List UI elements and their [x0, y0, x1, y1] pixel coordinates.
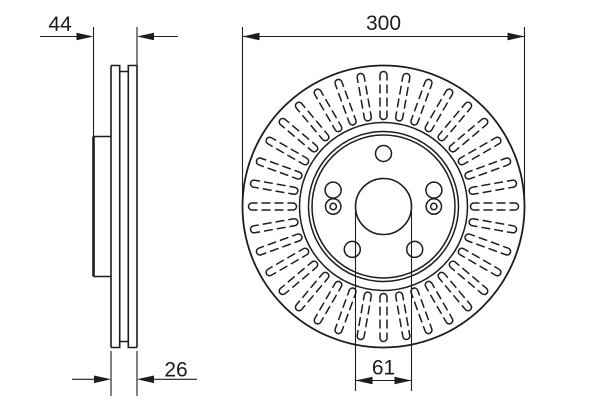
outer-edge-circle: [241, 64, 526, 349]
vent-slot: [313, 280, 343, 325]
vent-slot: [334, 287, 357, 335]
bolt-hole: [405, 240, 424, 259]
vent-slot: [278, 260, 319, 296]
arrowhead: [507, 32, 525, 41]
vent-slot: [424, 88, 454, 133]
dimension-center-bore: 61: [354, 206, 413, 391]
retaining-screw-hole: [324, 198, 342, 215]
hub-flange-inner-circle: [311, 134, 456, 279]
friction-surface-inner-circle: [298, 121, 469, 292]
vent-slot: [437, 271, 473, 312]
arrowhead: [242, 32, 260, 41]
vent-slot: [247, 202, 298, 211]
vent-slot: [255, 157, 303, 180]
retaining-screw-hole: [425, 198, 443, 215]
vent-slot: [448, 117, 489, 153]
arrowhead: [137, 32, 154, 41]
vent-slot: [468, 179, 518, 195]
vent-slot: [395, 72, 411, 122]
vent-slot: [395, 291, 411, 341]
dimension-outer-diameter: 300: [241, 12, 526, 207]
vent-slot: [457, 247, 502, 277]
vent-slot: [249, 218, 299, 234]
front-view: [241, 64, 526, 349]
dimension-label-thickness: 26: [164, 359, 187, 382]
hub-flange-outer-circle: [307, 130, 460, 283]
vent-slot: [457, 136, 502, 166]
retaining-screw-hole-inner: [329, 202, 338, 211]
dimension-total-width: 44: [40, 13, 178, 137]
vent-slot: [464, 233, 512, 256]
vent-slot: [464, 157, 512, 180]
vent-slot: [379, 70, 388, 121]
vent-slot: [410, 287, 433, 335]
vent-slot: [278, 117, 319, 153]
vent-slot: [265, 247, 310, 277]
arrowhead: [76, 32, 94, 41]
vent-slot: [469, 202, 520, 211]
dimension-label-total-width: 44: [48, 13, 72, 36]
ring-top-edge: [111, 64, 137, 73]
center-bore-circle: [354, 177, 413, 236]
vent-slot: [448, 260, 489, 296]
vent-slot: [294, 101, 330, 142]
dimension-thickness: 26: [72, 351, 197, 396]
vent-slot: [255, 233, 303, 256]
vent-slot: [468, 218, 518, 234]
vent-slot: [410, 78, 433, 126]
vent-slot: [356, 291, 372, 341]
vent-slot: [294, 271, 330, 312]
dimension-label-center-bore: 61: [372, 357, 395, 380]
vent-slot: [356, 72, 372, 122]
vent-slot: [437, 101, 473, 142]
vent-slot: [265, 136, 310, 166]
vent-slot: [334, 78, 357, 126]
dimension-label-outer-diameter: 300: [366, 12, 401, 35]
vent-slot: [424, 280, 454, 325]
bolt-hole: [343, 240, 362, 259]
bolt-hole: [425, 181, 443, 199]
ring-bottom-edge: [111, 340, 137, 349]
arrowhead: [394, 376, 412, 385]
side-view: [92, 64, 138, 349]
arrowhead: [137, 375, 154, 384]
arrowhead: [94, 375, 111, 384]
arrowhead: [355, 376, 373, 385]
vent-slot: [313, 88, 343, 133]
bolt-hole: [324, 181, 342, 199]
vent-slot: [379, 292, 388, 343]
retaining-screw-hole-inner: [429, 202, 438, 211]
bolt-hole: [374, 144, 393, 163]
vent-slot: [249, 179, 299, 195]
